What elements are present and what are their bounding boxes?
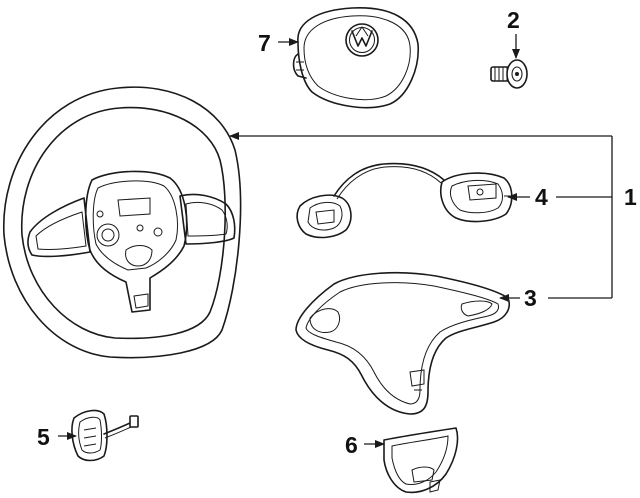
trim-cover-icon	[295, 271, 510, 415]
callout-4: 4	[535, 184, 548, 210]
leader-line-1	[230, 136, 613, 298]
callout-2: 2	[507, 7, 520, 33]
air-bag-icon	[292, 7, 419, 109]
callout-6: 6	[345, 432, 358, 458]
callout-5: 5	[37, 424, 50, 450]
callout-1: 1	[624, 184, 637, 210]
callouts: 1 2 3 4 5 6 7	[37, 7, 637, 458]
sensor-icon	[71, 409, 139, 462]
lower-cover-icon	[383, 427, 459, 494]
switch-harness-icon	[296, 162, 513, 239]
steering-wheel-icon	[3, 86, 242, 359]
callout-3: 3	[524, 285, 537, 311]
leader-lines	[58, 34, 613, 448]
bolt-icon	[490, 59, 528, 89]
callout-7: 7	[258, 30, 271, 56]
